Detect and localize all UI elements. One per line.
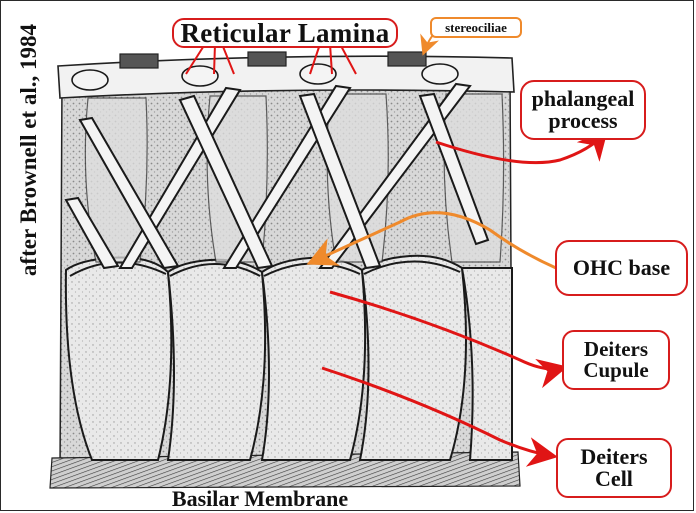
reticular-lamina-label: Reticular Lamina (172, 18, 398, 48)
stereociliae-text: stereociliae (445, 21, 507, 34)
ohc-base-text: OHC base (573, 257, 670, 279)
phalangeal-text-line2: process (548, 110, 617, 132)
credit-label: after Brownell et al., 1984 (12, 0, 46, 300)
deiters-cell-text-line2: Cell (595, 468, 633, 490)
reticular-lamina-text: Reticular Lamina (180, 20, 389, 47)
deiters-cell-label: Deiters Cell (556, 438, 672, 498)
ohc-base-label: OHC base (555, 240, 688, 296)
phalangeal-process-label: phalangeal process (520, 80, 646, 140)
basilar-membrane-label: Basilar Membrane (130, 486, 390, 512)
stereociliae-label: stereociliae (430, 17, 522, 38)
tissue-block (50, 52, 520, 488)
deiters-cells (66, 256, 512, 460)
deiters-cupule-text-line2: Cupule (583, 360, 648, 381)
deiters-cupule-label: Deiters Cupule (562, 330, 670, 390)
deiters-cell-text-line1: Deiters (580, 446, 647, 468)
phalangeal-text-line1: phalangeal (532, 88, 635, 110)
deiters-cupule-text-line1: Deiters (584, 339, 648, 360)
